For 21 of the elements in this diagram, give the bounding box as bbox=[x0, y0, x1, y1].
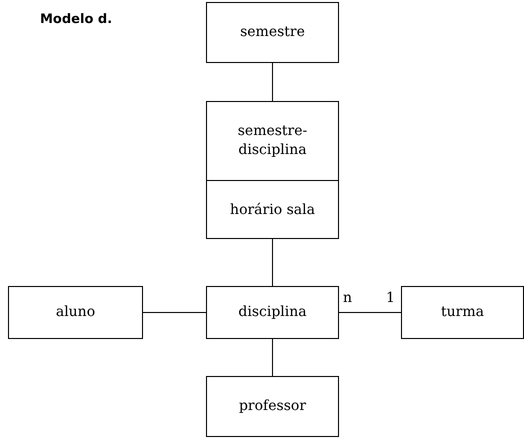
entity-box bbox=[206, 101, 339, 239]
attribute-list: horário sala bbox=[207, 180, 338, 239]
entity-box bbox=[206, 376, 339, 437]
connector-line bbox=[338, 312, 402, 313]
connector-line bbox=[142, 312, 206, 313]
entity-name: turma bbox=[440, 303, 485, 322]
connector-line bbox=[272, 238, 273, 286]
entity-name: semestre-disciplina bbox=[236, 122, 308, 160]
entity-name: professor bbox=[238, 397, 308, 416]
entity-box bbox=[401, 286, 524, 339]
connector-line bbox=[272, 62, 273, 102]
entity-name: aluno bbox=[54, 303, 96, 322]
entity-box bbox=[206, 286, 339, 339]
diagram-title: Modelo d. bbox=[40, 12, 112, 27]
cardinality-label: 1 bbox=[386, 290, 395, 306]
connector-line bbox=[272, 338, 273, 376]
entity-box bbox=[8, 286, 143, 339]
entity-box bbox=[206, 2, 339, 63]
entity-name: disciplina bbox=[237, 303, 308, 322]
entity-name: semestre bbox=[239, 23, 306, 42]
cardinality-label: n bbox=[343, 290, 352, 306]
